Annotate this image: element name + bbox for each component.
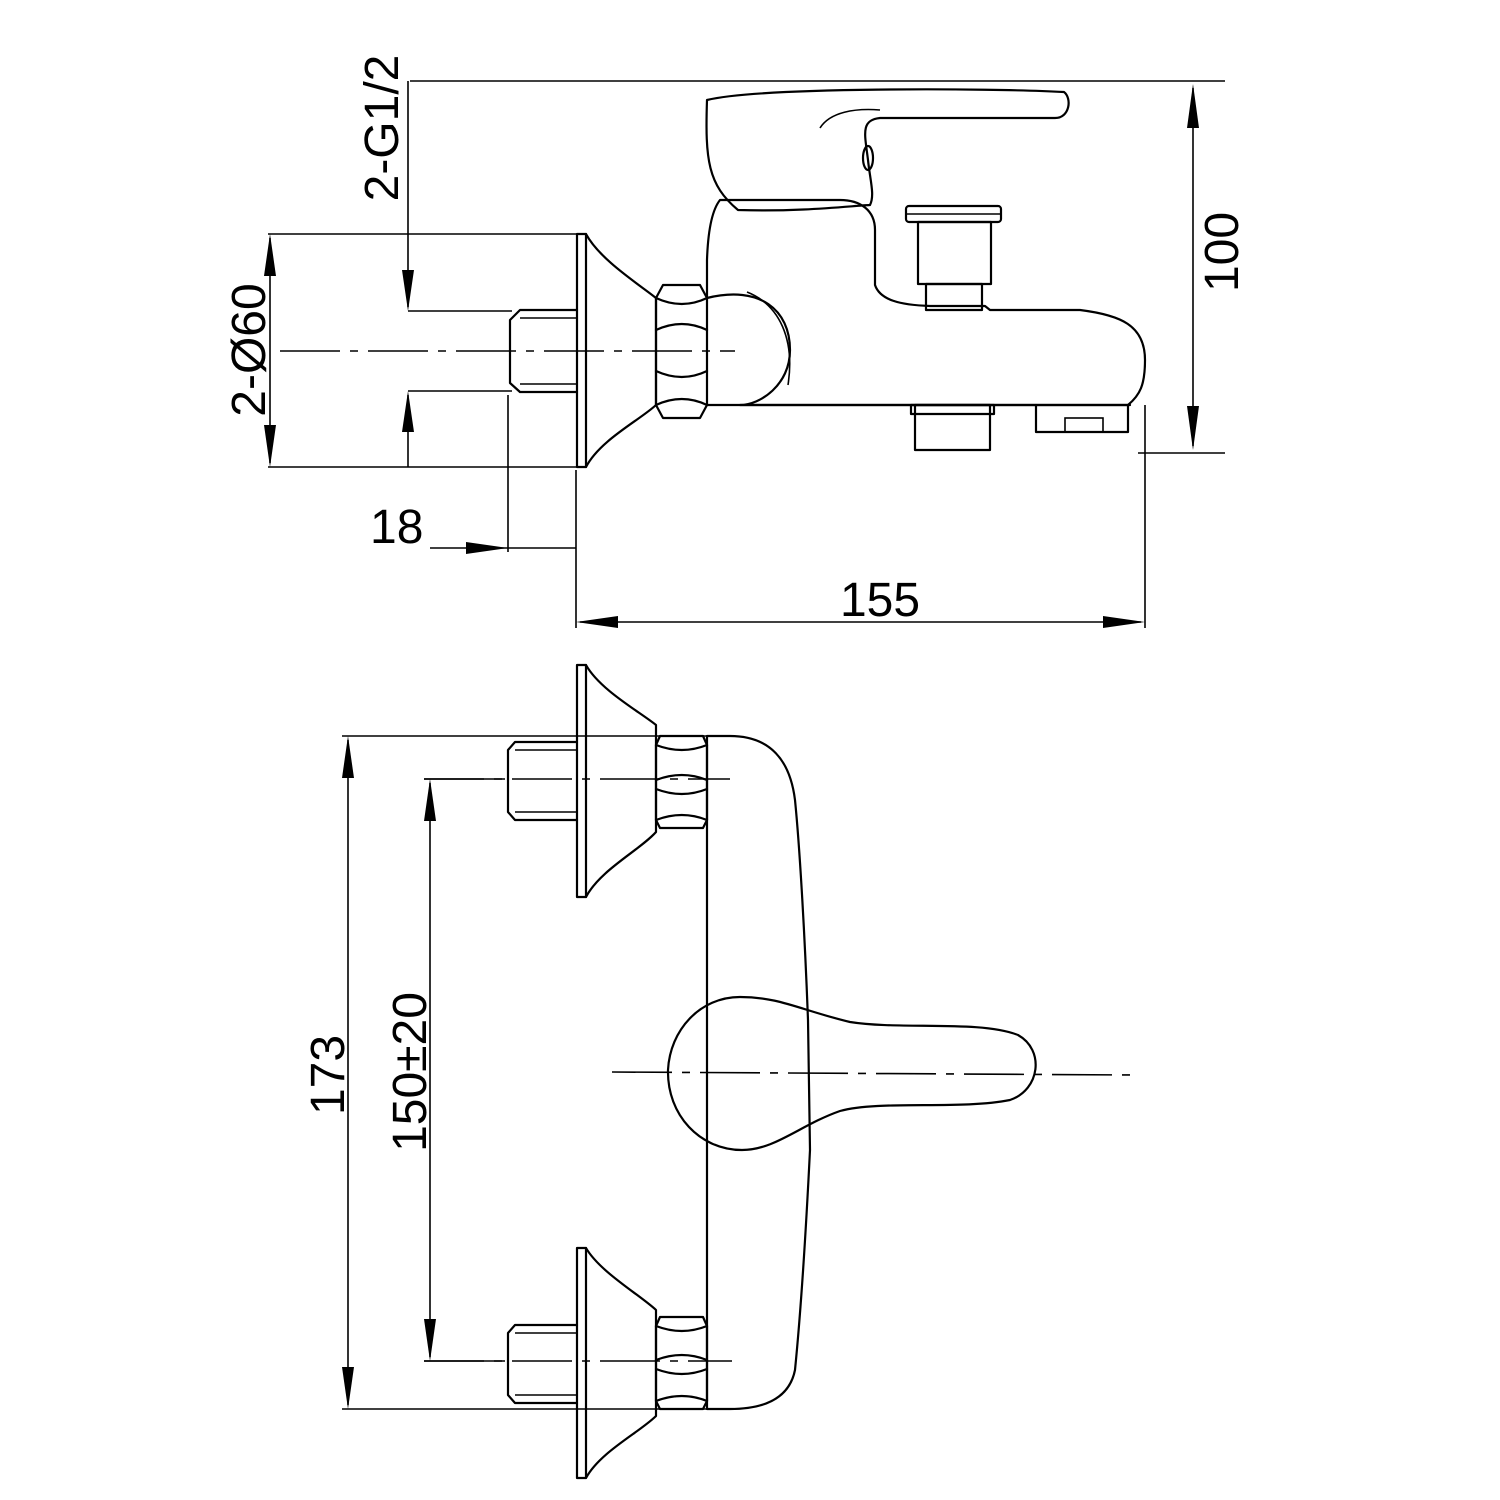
hex-nut-face — [654, 1324, 709, 1403]
arrow-head — [1187, 84, 1199, 128]
lower-hex-nut — [654, 1315, 709, 1411]
spout-aerator — [1064, 417, 1104, 433]
arrow-head — [1187, 406, 1199, 450]
front-view: 173 150±20 — [302, 663, 1136, 1480]
upper-wall-flange — [575, 663, 658, 899]
dim-label-overall-width: 173 — [302, 1035, 355, 1115]
arrow-head — [576, 616, 618, 628]
arrow-head — [402, 391, 414, 432]
dim-label-total-length: 155 — [840, 574, 920, 627]
front-lever-handle — [666, 995, 1037, 1152]
arrow-head — [424, 1319, 436, 1361]
hex-nut-face — [654, 296, 709, 407]
upper-threaded-inlet — [506, 740, 579, 822]
lower-wall-flange — [575, 1246, 658, 1480]
dim-label-inlet-spacing: 150±20 — [384, 992, 437, 1152]
mixer-body — [705, 198, 1147, 407]
hex-nut-face — [654, 743, 709, 822]
dim-label-total-height: 100 — [1196, 212, 1249, 292]
arrow-head — [1103, 616, 1145, 628]
handle-centerline — [611, 1071, 1136, 1076]
upper-hex-nut — [654, 734, 709, 830]
lower-threaded-inlet — [506, 1323, 579, 1405]
arrow-head — [466, 542, 508, 554]
arrow-head — [342, 736, 354, 778]
shower-outlet-rim — [909, 403, 996, 416]
arrow-head — [424, 779, 436, 821]
arrow-head — [342, 1367, 354, 1409]
front-mixer-body — [705, 734, 812, 1411]
diverter-stem — [924, 282, 984, 312]
lever-handle — [705, 88, 1070, 212]
dim-label-inlet-thread: 2-G1/2 — [356, 55, 409, 202]
hex-nut — [654, 283, 709, 420]
side-view: 100 2-Ø60 2-G1/2 18 155 — [223, 55, 1249, 628]
diverter-knob — [916, 220, 993, 286]
arrow-head — [264, 234, 276, 276]
dim-label-flange-offset: 18 — [370, 501, 423, 554]
arrow-head — [402, 270, 414, 311]
dim-label-flange-diameter: 2-Ø60 — [223, 283, 276, 416]
handle-pivot — [861, 144, 875, 172]
shower-outlet — [913, 403, 992, 452]
inlet-arc — [746, 291, 791, 386]
handle-detail — [819, 108, 881, 129]
arrow-head — [264, 425, 276, 467]
